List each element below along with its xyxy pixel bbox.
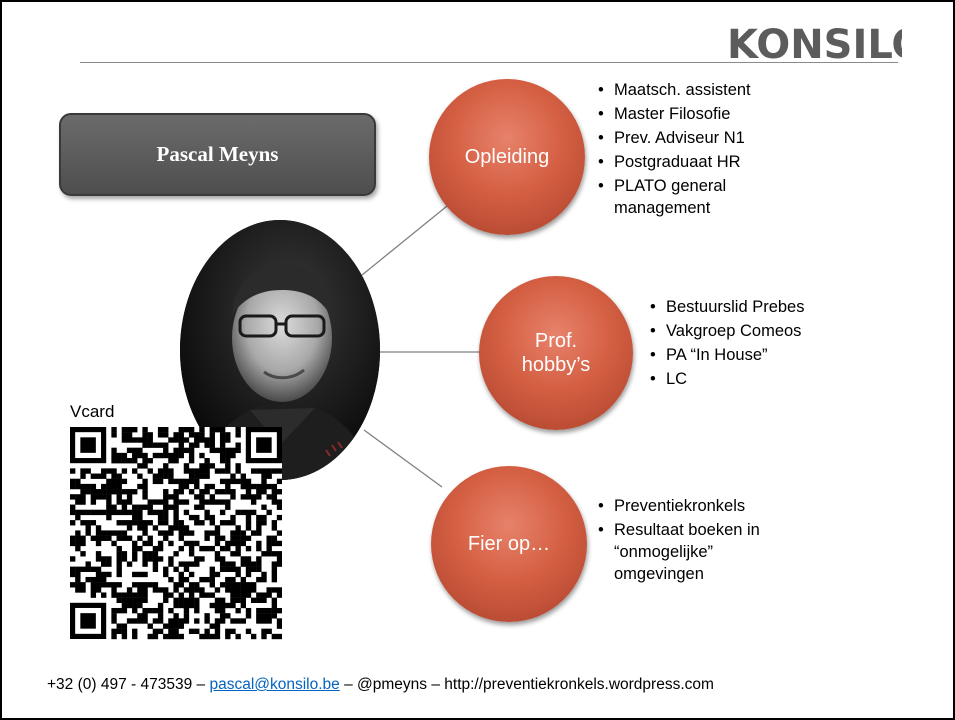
- list-item: Postgraduaat HR: [598, 151, 808, 173]
- node-opleiding-label: Opleiding: [464, 146, 550, 168]
- email-link[interactable]: pascal@konsilo.be: [209, 676, 340, 693]
- fier-op-list: Preventiekronkels Resultaat boeken in “o…: [598, 495, 793, 587]
- list-item: LC: [650, 368, 870, 390]
- name-box: Pascal Meyns: [59, 113, 376, 196]
- list-item: Bestuurslid Prebes: [650, 296, 870, 318]
- node-prof-hobbys-label: Prof. hobby’s: [521, 330, 591, 376]
- list-item: Resultaat boeken in “onmogelijke” omgevi…: [598, 519, 789, 585]
- list-item: Master Filosofie: [598, 103, 808, 125]
- header-rule: [80, 62, 898, 63]
- node-prof-hobbys: Prof. hobby’s: [479, 276, 633, 430]
- vcard-label: Vcard: [70, 402, 115, 421]
- node-fier-op-label: Fier op…: [467, 533, 551, 555]
- konsilo-logo: KONSILO: [727, 22, 902, 68]
- list-item: Maatsch. assistent: [598, 79, 808, 101]
- phone-text: +32 (0) 497 - 473539 –: [47, 676, 206, 693]
- qr-code-icon[interactable]: [70, 427, 282, 642]
- list-item: Prev. Adviseur N1: [598, 127, 808, 149]
- list-item: Vakgroep Comeos: [650, 320, 870, 342]
- node-opleiding: Opleiding: [429, 79, 585, 235]
- list-item: PA “In House”: [650, 344, 870, 366]
- list-item: PLATO general management: [598, 175, 764, 219]
- contact-footer: +32 (0) 497 - 473539 – pascal@konsilo.be…: [47, 676, 714, 694]
- node-fier-op: Fier op…: [431, 466, 587, 622]
- opleiding-list: Maatsch. assistent Master Filosofie Prev…: [598, 79, 808, 221]
- list-item: Preventiekronkels: [598, 495, 793, 517]
- person-name: Pascal Meyns: [156, 142, 279, 166]
- prof-hobbys-list: Bestuurslid Prebes Vakgroep Comeos PA “I…: [650, 296, 870, 392]
- footer-rest-text: – @pmeyns – http://preventiekronkels.wor…: [339, 676, 714, 693]
- svg-text:KONSILO: KONSILO: [727, 22, 902, 68]
